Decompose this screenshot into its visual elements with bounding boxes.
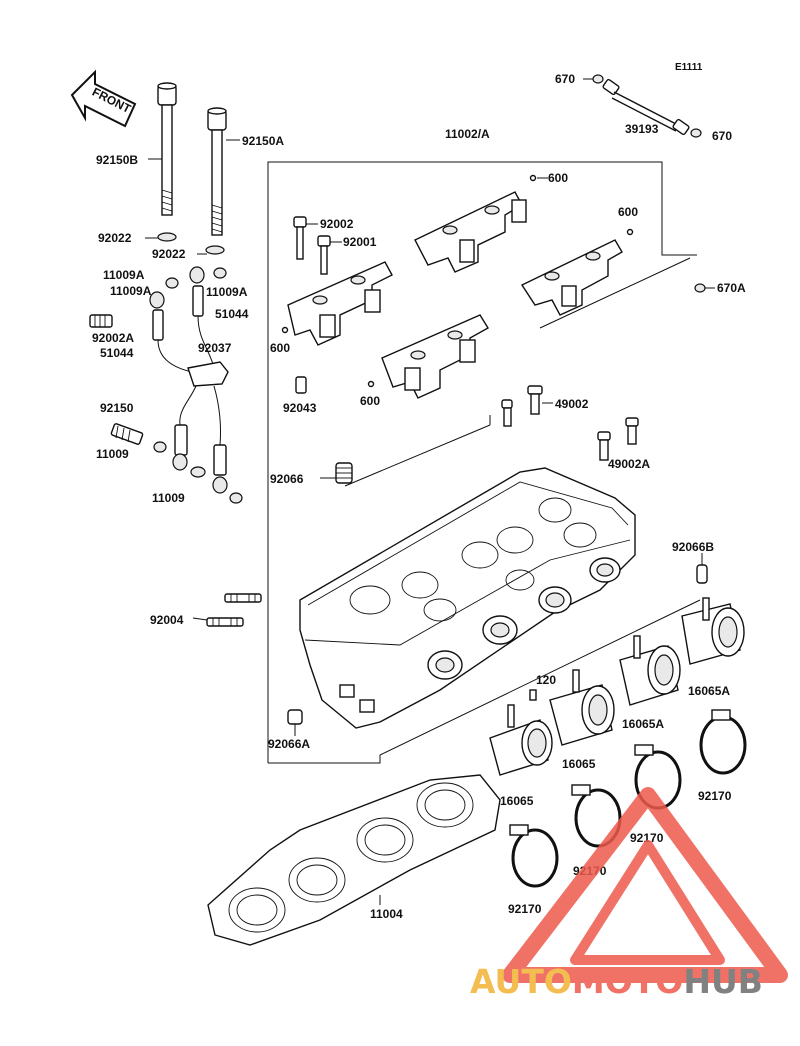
label-670A: 670A <box>717 281 746 295</box>
sleeve-92043 <box>295 376 307 394</box>
label-92001: 92001 <box>343 235 377 249</box>
clamp-92170-c <box>571 784 622 848</box>
label-51044-b: 51044 <box>100 346 134 360</box>
plug-92066B <box>696 564 708 584</box>
label-39193: 39193 <box>625 122 659 136</box>
diagram-code: E1111 <box>675 62 703 73</box>
dowel-pin-600-b <box>626 228 634 236</box>
watermark-triangle-icon <box>502 787 788 983</box>
watermark-moto: MOTO <box>572 962 683 1001</box>
label-600-c: 600 <box>270 341 290 355</box>
label-51044-a: 51044 <box>215 307 249 321</box>
pipe-39193 <box>602 78 690 136</box>
plug-92066A <box>287 709 303 725</box>
dowel-pin-600-a <box>529 174 537 182</box>
label-92002: 92002 <box>320 217 354 231</box>
watermark-text: AUTOMOTOHUB <box>470 962 763 1001</box>
banjo-bolt-92150 <box>110 423 144 445</box>
camshaft-holder-2 <box>414 191 527 273</box>
camshaft-holder-1 <box>287 261 393 346</box>
label-92004: 92004 <box>150 613 184 627</box>
stud-92004-a <box>224 593 262 603</box>
label-11009A-b: 11009A <box>110 284 152 298</box>
label-92150B: 92150B <box>96 153 138 167</box>
screw-120 <box>529 689 537 701</box>
plug-92066 <box>335 462 353 484</box>
label-92170-d: 92170 <box>508 902 542 916</box>
label-16065A-a: 16065A <box>622 717 664 731</box>
label-92066: 92066 <box>270 472 304 486</box>
label-670-top: 670 <box>555 72 575 86</box>
watermark-hub: HUB <box>683 962 763 1001</box>
dowel-pin-600-d <box>367 380 375 388</box>
label-16065-a: 16065 <box>500 794 534 808</box>
label-600-a: 600 <box>548 171 568 185</box>
oring-670-b <box>690 128 702 138</box>
carb-holder-16065A-a <box>619 635 681 706</box>
label-11004: 11004 <box>370 907 403 921</box>
watermark-auto: AUTO <box>470 962 572 1001</box>
washer-92022-b <box>205 245 225 255</box>
bolt-92001 <box>317 235 331 275</box>
dowel-pin-600-c <box>281 326 289 334</box>
bolt-92002 <box>293 216 307 260</box>
clamp-92170-a <box>699 709 747 775</box>
carb-holder-16065-a <box>489 704 553 776</box>
watermark-logo: AUTOMOTOHUB <box>470 787 788 1001</box>
label-600-d: 600 <box>360 394 380 408</box>
part-labels: 670 39193 670 11002/A 600 600 600 600 67… <box>92 72 746 921</box>
label-670-right: 670 <box>712 129 732 143</box>
label-92170-a: 92170 <box>698 789 732 803</box>
label-49002: 49002 <box>555 397 589 411</box>
label-16065A-b: 16065A <box>688 684 730 698</box>
fitting-49002 <box>501 385 543 427</box>
label-16065-b: 16065 <box>562 757 596 771</box>
assembly-frame <box>267 161 701 764</box>
label-92022-b: 92022 <box>152 247 186 261</box>
clamp-92170-d <box>509 824 559 888</box>
label-92170-b: 92170 <box>630 831 664 845</box>
washer-92022-a <box>157 232 177 242</box>
banjo-bolt-92002A <box>89 314 113 328</box>
label-11009-a: 11009 <box>96 447 129 461</box>
label-92066B: 92066B <box>672 540 714 554</box>
label-92150: 92150 <box>100 401 134 415</box>
label-11009A-c: 11009A <box>206 285 248 299</box>
camshaft-holder-3 <box>520 239 623 316</box>
label-92043: 92043 <box>283 401 317 415</box>
label-120: 120 <box>536 673 556 687</box>
fitting-49002A <box>597 417 639 461</box>
front-arrow-icon: FRONT <box>70 69 137 128</box>
camshaft-holder-4 <box>381 314 489 399</box>
carb-holder-16065A-b <box>681 597 745 665</box>
head-gasket-11004 <box>207 774 501 946</box>
oil-pipe-assembly <box>149 266 229 494</box>
oring-670-a <box>592 74 604 84</box>
label-92150A: 92150A <box>242 134 284 148</box>
bolt-92150A <box>207 107 227 236</box>
label-11002A: 11002/A <box>445 127 490 141</box>
label-92022-a: 92022 <box>98 231 132 245</box>
label-92066A: 92066A <box>268 737 310 751</box>
stud-92004-b <box>206 617 244 627</box>
bolt-92150B <box>157 82 177 216</box>
cylinder-head <box>299 467 636 729</box>
label-11009-b: 11009 <box>152 491 185 505</box>
label-92037: 92037 <box>198 341 232 355</box>
carb-holder-16065-b <box>549 669 615 746</box>
label-49002A: 49002A <box>608 457 650 471</box>
label-11009A-a: 11009A <box>103 268 145 282</box>
label-600-b: 600 <box>618 205 638 219</box>
label-92002A: 92002A <box>92 331 134 345</box>
oring-670A <box>694 283 706 293</box>
